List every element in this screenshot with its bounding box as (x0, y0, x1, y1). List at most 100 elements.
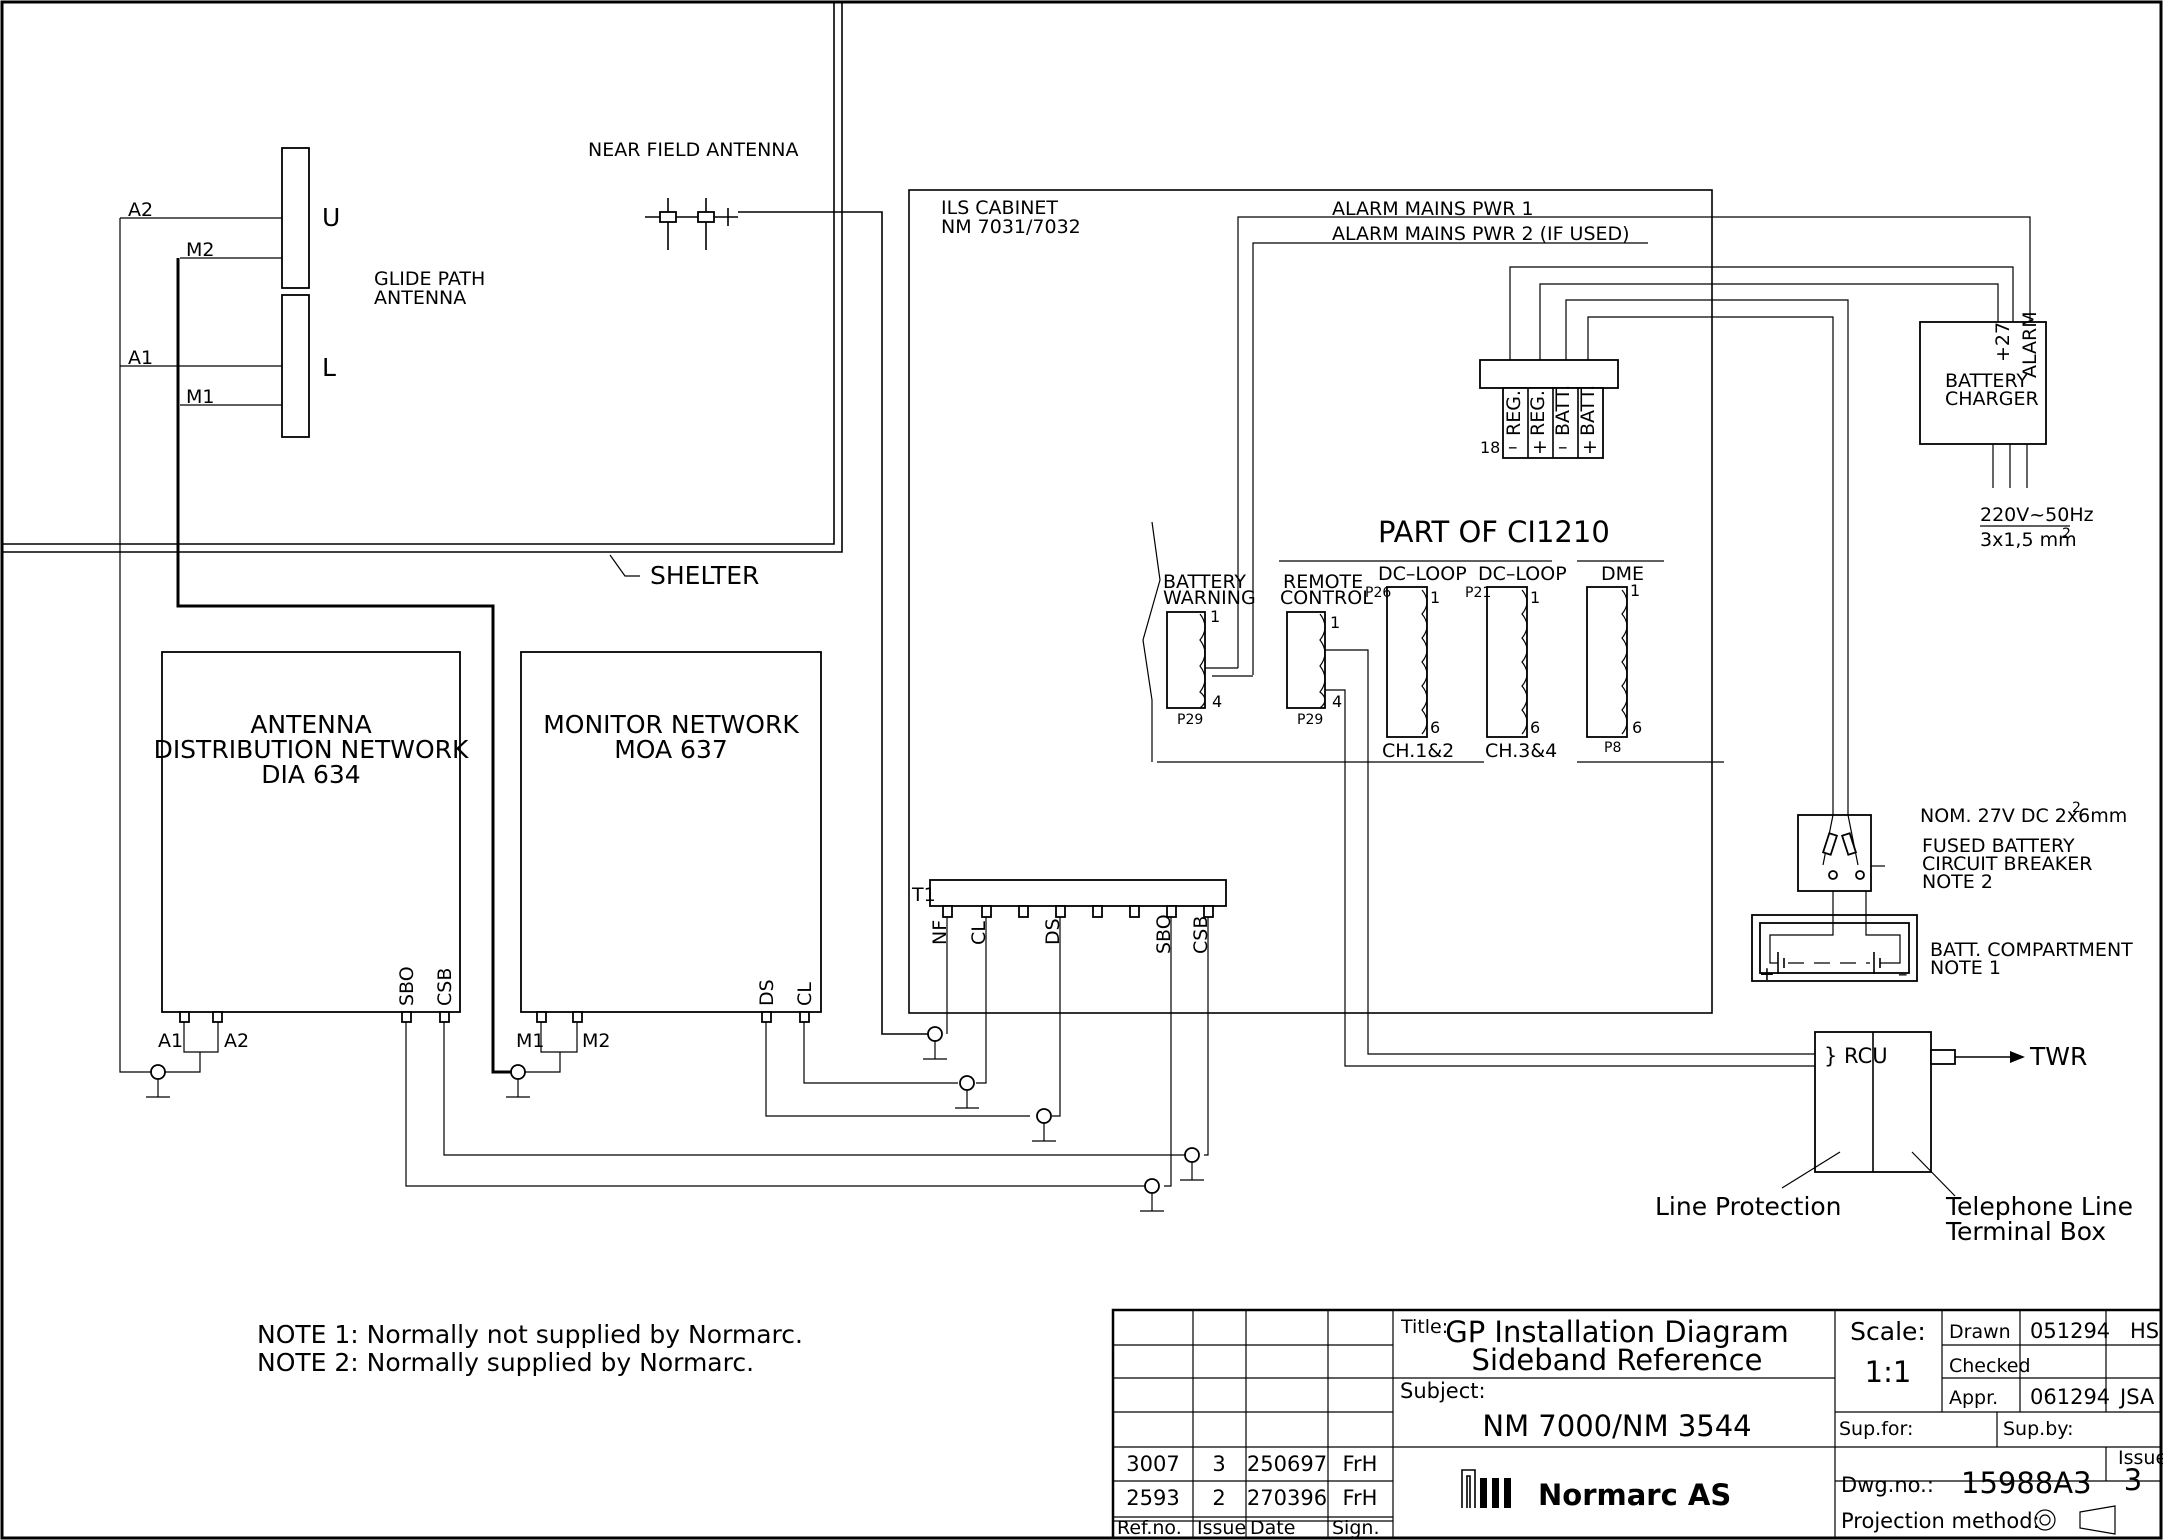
dwg-no-value: 15988A3 (1961, 1466, 2092, 1500)
p29-label-b: P29 (1297, 712, 1323, 728)
t1-terminal-bar (929, 879, 1227, 918)
batt-plus-label: BATT. (1577, 385, 1599, 436)
dwg-no-label: Dwg.no.: (1841, 1473, 1934, 1497)
company-name: Normarc AS (1538, 1478, 1731, 1512)
alarm-label: ALARM (2019, 311, 2041, 378)
revision-rows: 3007 3 250697 FrH 2593 2 270396 FrH Ref.… (1117, 1452, 1379, 1539)
charger-terminal-lines (1509, 266, 2014, 815)
m1-label: M1 (186, 386, 214, 408)
pin-18-label: 18 (1480, 438, 1500, 457)
glide-path-label-1: GLIDE PATH (374, 268, 485, 290)
adn-label-1: ANTENNA (250, 710, 371, 739)
fused-label-1: FUSED BATTERY (1922, 835, 2075, 857)
antenna-l-label: L (322, 353, 336, 382)
battery-charger (1919, 321, 2047, 445)
note-2: NOTE 2: Normally supplied by Normarc. (257, 1348, 754, 1377)
scale-value: 1:1 (1865, 1355, 1912, 1389)
drawn-sign: HS (2130, 1319, 2159, 1343)
appr-date: 061294 (2030, 1385, 2110, 1409)
reg-minus-label: REG. (1503, 390, 1525, 436)
col-issue-label: Issue (1197, 1517, 1246, 1539)
battery-plus-sign: + (1759, 963, 1775, 985)
antenna-feed-lines (119, 217, 518, 1074)
drawn-date: 051294 (2030, 1319, 2110, 1343)
monitor-label-1: MONITOR NETWORK (543, 710, 799, 739)
col-ref-label: Ref.no. (1117, 1517, 1182, 1539)
reg-plus-sign: + (1532, 436, 1548, 458)
monitor-network (520, 651, 822, 1013)
t1-ds-label: DS (1042, 918, 1064, 945)
glide-path-antenna (281, 147, 310, 438)
twr-label: TWR (2029, 1042, 2087, 1071)
plus27-label: +27 (1992, 322, 2014, 362)
ils-cabinet-label-1: ILS CABINET (941, 197, 1058, 219)
mains-superscript: 2 (2062, 526, 2071, 542)
pin-label: 4 (1332, 692, 1342, 711)
remote-control-label-2: CONTROL (1280, 587, 1373, 609)
title-field-label: Title: (1400, 1316, 1448, 1338)
subject-field-label: Subject: (1400, 1379, 1486, 1403)
glide-path-label-2: ANTENNA (374, 287, 466, 309)
battery-warning-label-2: WARNING (1163, 587, 1256, 609)
pin-label: 6 (1430, 718, 1440, 737)
batt-minus-label: BATT. (1552, 385, 1574, 436)
reg-minus-sign: – (1508, 436, 1518, 458)
checked-label: Checked (1949, 1355, 2031, 1377)
t1-cl-label: CL (968, 921, 990, 945)
near-field-antenna (645, 198, 935, 1035)
ch12-label: CH.1&2 (1382, 740, 1454, 762)
batt-compartment-label-2: NOTE 1 (1930, 957, 2001, 979)
subject-value: NM 7000/NM 3544 (1482, 1409, 1751, 1443)
p29-label-a: P29 (1177, 712, 1203, 728)
rev-issue: 2 (1212, 1486, 1225, 1510)
mon-m1-port-label: M1 (516, 1030, 544, 1052)
pin-label: 1 (1330, 613, 1340, 632)
antenna-u-label: U (322, 203, 340, 232)
rcu-label: } RCU (1824, 1044, 1888, 1068)
rev-ref: 2593 (1126, 1486, 1179, 1510)
ils-cabinet-label-2: NM 7031/7032 (941, 216, 1081, 238)
nom-dc-label: NOM. 27V DC 2x6mm (1920, 805, 2127, 827)
connector-battery-warning (1166, 611, 1206, 709)
sup-by-label: Sup.by: (2003, 1418, 2074, 1440)
drawing-title-2: Sideband Reference (1472, 1343, 1763, 1377)
projection-symbol (2034, 1505, 2116, 1535)
rev-sign: FrH (1343, 1486, 1378, 1510)
monitor-ports (518, 1011, 1030, 1117)
alarm-mains-1-label: ALARM MAINS PWR 1 (1332, 198, 1534, 220)
scale-label: Scale: (1850, 1317, 1926, 1346)
appr-sign: JSA (2118, 1385, 2155, 1409)
adn-csb-label: CSB (434, 968, 456, 1006)
shelter-wall (2, 2, 843, 577)
issue-value: 3 (2124, 1463, 2142, 1497)
pin-label: 4 (1212, 692, 1222, 711)
rev-ref: 3007 (1126, 1452, 1179, 1476)
adn-label-3: DIA 634 (261, 760, 360, 789)
line-protection-label: Line Protection (1655, 1192, 1842, 1221)
batt-plus-sign: + (1582, 436, 1598, 458)
pin-label: 6 (1632, 718, 1642, 737)
rev-date: 270396 (1247, 1486, 1327, 1510)
t1-sbo-label: SBO (1153, 914, 1175, 954)
mon-cl-label: CL (794, 982, 816, 1006)
fused-label-2: CIRCUIT BREAKER (1922, 853, 2092, 875)
m2-label: M2 (186, 239, 214, 261)
p21-label: P21 (1465, 585, 1491, 601)
rcu-lines (1325, 649, 1815, 1067)
battery-charger-label-2: CHARGER (1945, 388, 2039, 410)
rev-date: 250697 (1247, 1452, 1327, 1476)
part-of-ci1210-label: PART OF CI1210 (1378, 515, 1610, 549)
p8-label: P8 (1604, 740, 1621, 756)
title-block (1111, 1308, 2163, 1540)
adn-a1-port-label: A1 (158, 1030, 183, 1052)
connector-remote-control (1286, 611, 1326, 709)
shelter-label: SHELTER (650, 561, 759, 590)
projection-label: Projection method: (1841, 1509, 2040, 1533)
near-field-label: NEAR FIELD ANTENNA (588, 139, 799, 161)
sup-for-label: Sup.for: (1839, 1418, 1913, 1440)
coax-ground-symbols (146, 1026, 1204, 1212)
monitor-label-2: MOA 637 (614, 735, 728, 764)
connector-dc-loop-1 (1386, 586, 1428, 738)
